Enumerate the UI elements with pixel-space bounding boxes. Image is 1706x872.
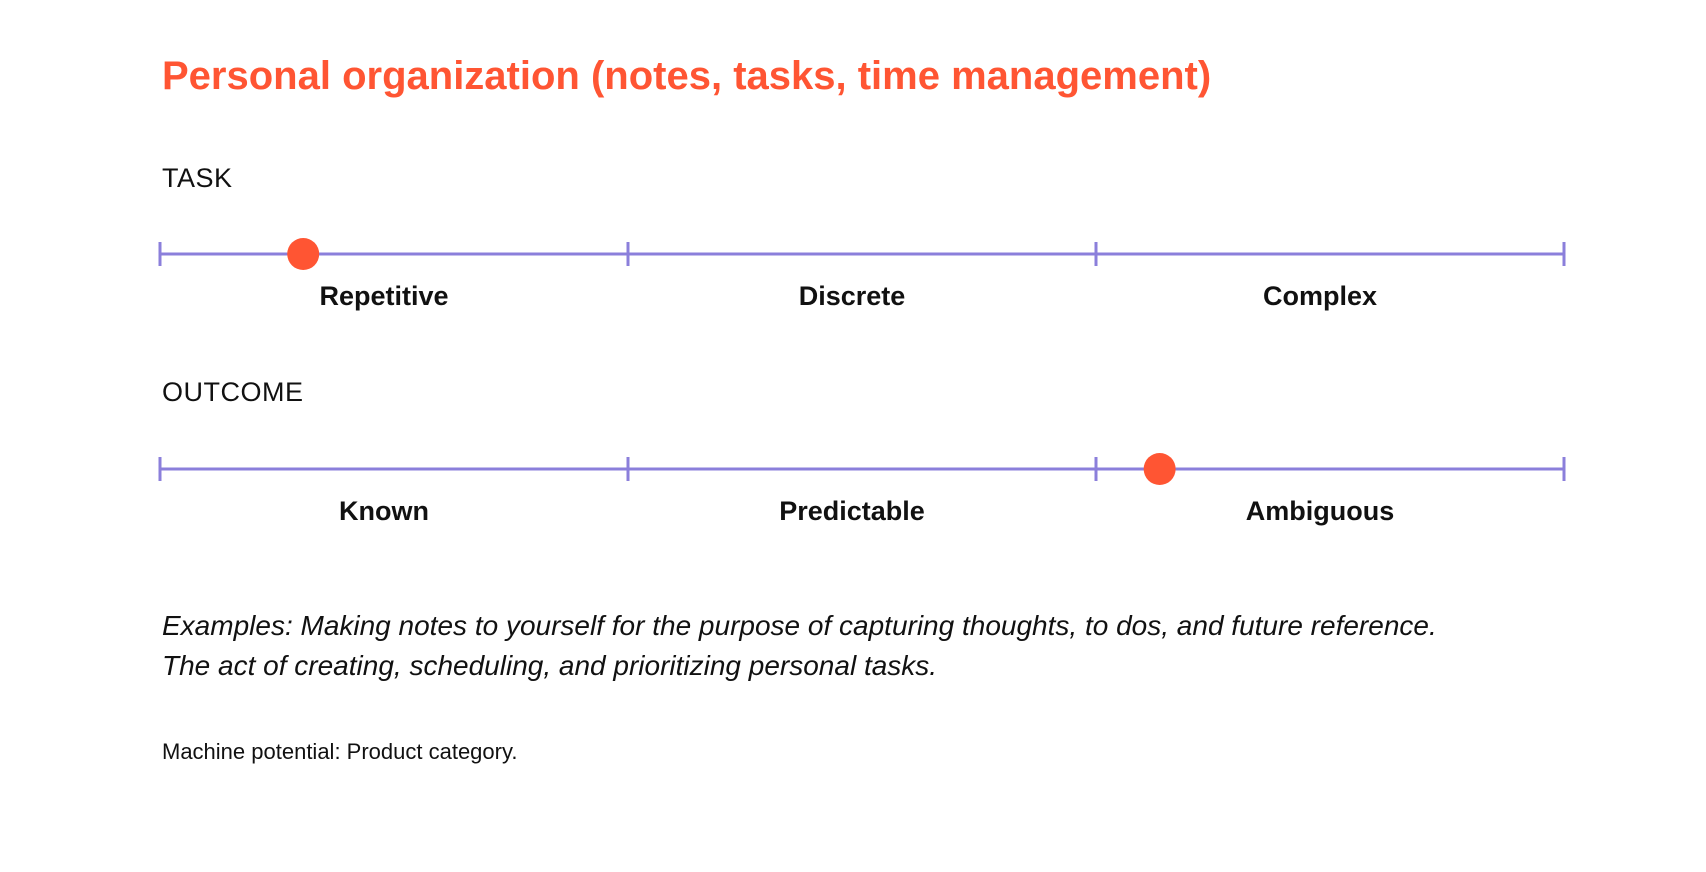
page-title: Personal organization (notes, tasks, tim… <box>162 54 1212 98</box>
examples-line-1: Examples: Making notes to yourself for t… <box>162 610 1437 641</box>
task-category-repetitive: Repetitive <box>319 281 449 311</box>
task-marker <box>287 238 320 270</box>
examples-line-2: The act of creating, scheduling, and pri… <box>162 650 938 681</box>
outcome-category-ambiguous: Ambiguous <box>1245 496 1395 526</box>
machine-potential-text: Machine potential: Product category. <box>162 739 518 764</box>
outcome-scale-label: OUTCOME <box>162 377 304 407</box>
outcome-category-known: Known <box>339 496 429 526</box>
task-scale-label: TASK <box>162 163 233 193</box>
task-category-complex: Complex <box>1262 281 1378 311</box>
task-scale: Repetitive Discrete Complex <box>150 226 1574 326</box>
outcome-category-predictable: Predictable <box>779 496 925 526</box>
outcome-scale: Known Predictable Ambiguous <box>150 441 1574 541</box>
task-category-discrete: Discrete <box>798 281 906 311</box>
examples-text: Examples: Making notes to yourself for t… <box>162 606 1582 686</box>
task-scale-axis <box>158 238 1566 270</box>
outcome-marker <box>1143 453 1176 485</box>
outcome-scale-axis <box>158 453 1566 485</box>
